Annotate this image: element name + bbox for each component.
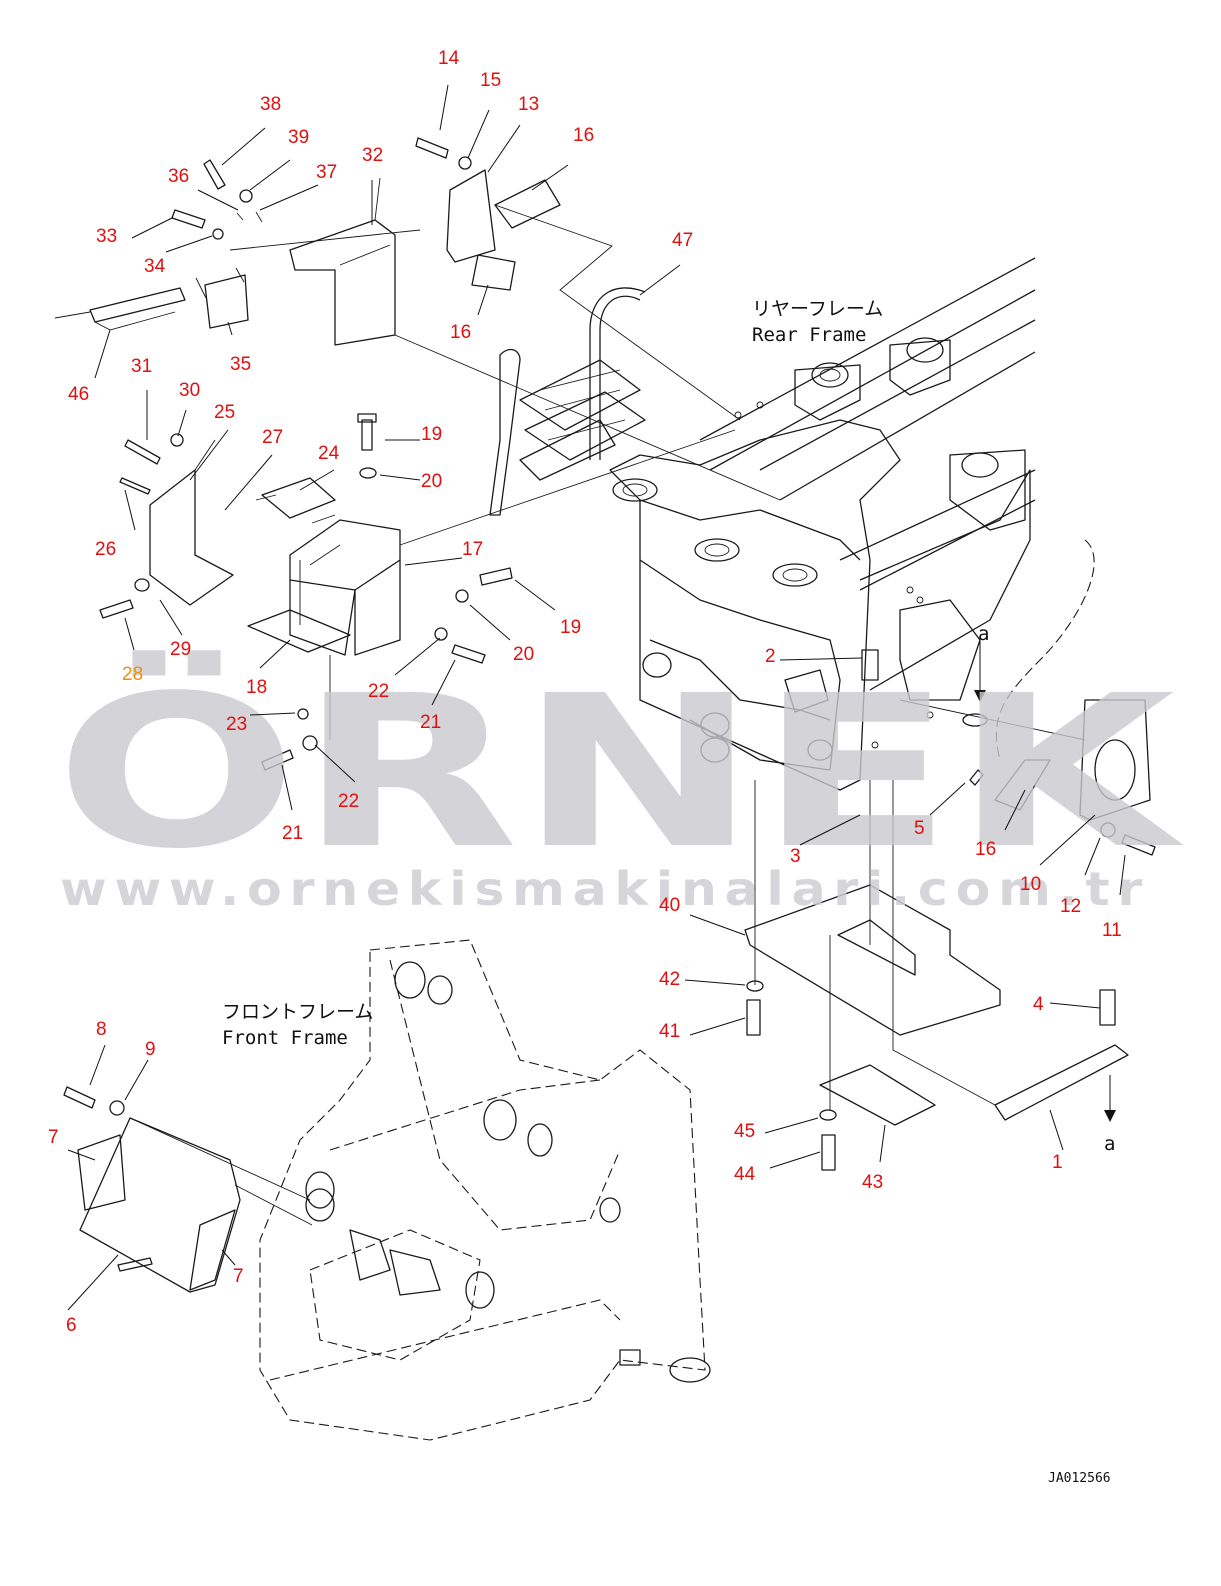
callout-28: 28 [122, 664, 143, 685]
callout-24: 24 [318, 443, 340, 464]
callout-16c: 16 [975, 839, 996, 860]
watermark-brand: ÖRNEK [55, 649, 1185, 895]
rear-frame-label-jp: リヤーフレーム [752, 298, 883, 320]
callout-18: 18 [246, 677, 267, 698]
callout-44: 44 [734, 1164, 756, 1185]
cover-plate-13 [415, 137, 741, 421]
callout-37: 37 [316, 162, 337, 183]
callout-13: 13 [518, 94, 539, 115]
callout-33: 33 [96, 226, 117, 247]
watermark: ÖRNEK www.ornekismakinalari.com.tr [55, 649, 1185, 916]
callout-21b: 21 [282, 823, 303, 844]
callout-30: 30 [179, 380, 200, 401]
section-a-bottom: a [1104, 1133, 1115, 1155]
callout-46: 46 [68, 384, 89, 405]
callout-40: 40 [659, 895, 680, 916]
callout-6: 6 [66, 1315, 77, 1336]
callout-leaders [67, 84, 1126, 1311]
tool-box-assembly [99, 413, 736, 771]
front-frame-label-jp: フロントフレーム [222, 1001, 373, 1023]
drawing-code: JA012566 [1048, 1471, 1111, 1486]
callout-29: 29 [170, 639, 191, 660]
callout-12: 12 [1060, 896, 1081, 917]
callout-39: 39 [288, 127, 309, 148]
front-frame [259, 939, 711, 1441]
callout-20b: 20 [513, 644, 534, 665]
callout-10: 10 [1020, 874, 1041, 895]
callout-22a: 22 [368, 681, 389, 702]
callout-11: 11 [1102, 920, 1122, 941]
callout-20a: 20 [421, 471, 442, 492]
callout-15: 15 [480, 70, 501, 91]
callout-2: 2 [765, 646, 776, 667]
callout-38: 38 [260, 94, 281, 115]
front-cover-6 [63, 1086, 335, 1293]
callout-8: 8 [96, 1019, 107, 1040]
callout-3: 3 [790, 846, 801, 867]
callout-45: 45 [734, 1121, 755, 1142]
callout-5: 5 [914, 818, 925, 839]
callout-4: 4 [1033, 994, 1044, 1015]
callout-36: 36 [168, 166, 189, 187]
callout-1: 1 [1052, 1152, 1063, 1173]
callout-16a: 16 [573, 125, 594, 146]
callout-42: 42 [659, 969, 680, 990]
front-frame-label-en: Front Frame [222, 1027, 348, 1049]
callout-35: 35 [230, 354, 251, 375]
callout-16b: 16 [450, 322, 471, 343]
callout-32: 32 [362, 145, 383, 166]
callout-21a: 21 [420, 712, 441, 733]
section-arrows [974, 640, 1116, 1122]
callout-34: 34 [144, 256, 166, 277]
rear-frame-label-en: Rear Frame [752, 324, 866, 346]
callout-47: 47 [672, 230, 693, 251]
callout-7a: 7 [48, 1127, 59, 1148]
grease-gun-assembly [54, 159, 781, 501]
callout-19b: 19 [560, 617, 581, 638]
callout-22b: 22 [338, 791, 359, 812]
callout-9: 9 [145, 1039, 156, 1060]
step-ladder [519, 359, 646, 481]
callout-27: 27 [262, 427, 283, 448]
callout-23: 23 [226, 714, 247, 735]
callout-26: 26 [95, 539, 116, 560]
callout-25: 25 [214, 402, 235, 423]
undercover-assembly [744, 780, 1129, 1171]
callout-14: 14 [438, 48, 460, 69]
rear-frame [609, 257, 1095, 791]
callout-43: 43 [862, 1172, 883, 1193]
section-a-top: a [978, 623, 989, 645]
callout-19a: 19 [421, 424, 442, 445]
callout-numbers: 1 2 3 4 5 6 7 7 8 9 10 11 12 13 14 15 16… [48, 48, 1122, 1336]
callout-31: 31 [131, 356, 152, 377]
callout-17: 17 [462, 539, 483, 560]
watermark-url: www.ornekismakinalari.com.tr [60, 862, 1150, 916]
side-cover-10 [784, 649, 1156, 856]
callout-7b: 7 [233, 1266, 244, 1287]
callout-41: 41 [659, 1021, 680, 1042]
